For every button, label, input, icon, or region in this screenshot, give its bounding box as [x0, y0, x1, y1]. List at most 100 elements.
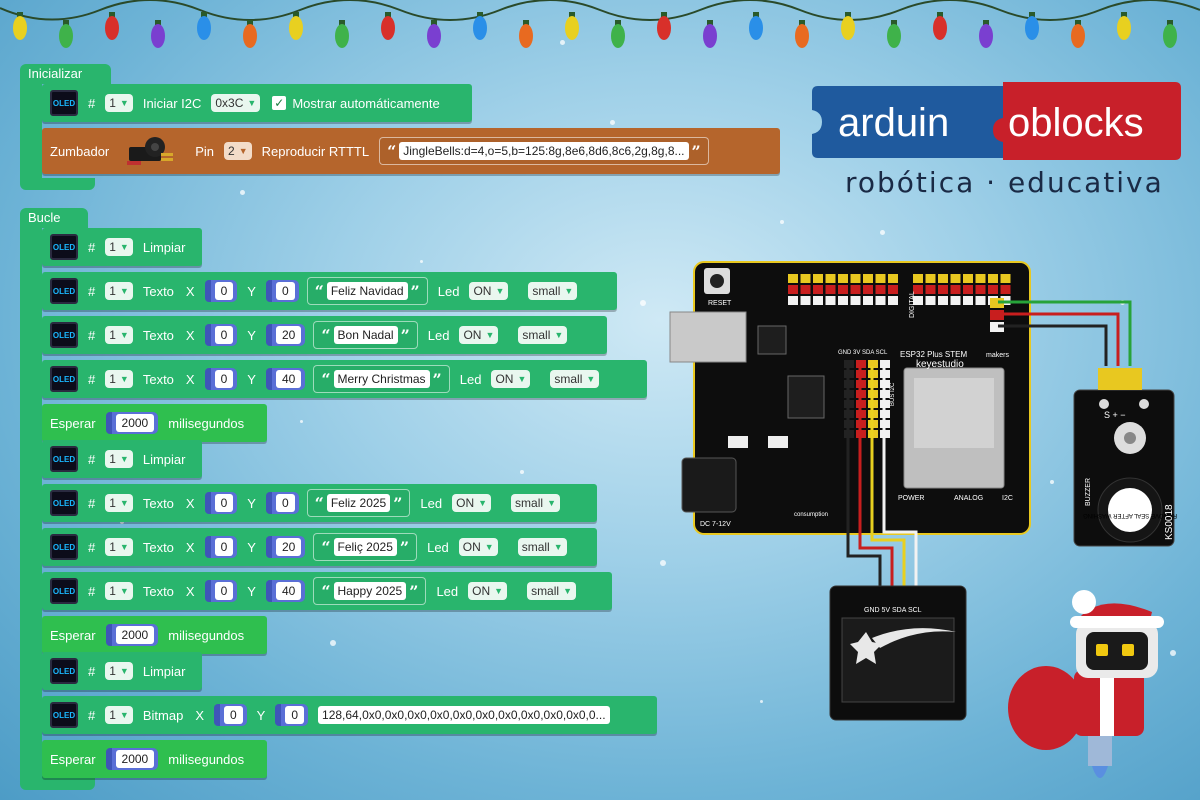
- number-input[interactable]: 0: [285, 706, 305, 724]
- wait-ms-block[interactable]: 2000: [105, 412, 159, 434]
- text-input[interactable]: Feliç 2025: [333, 538, 397, 556]
- oled-number-dropdown[interactable]: 1▼: [105, 450, 133, 468]
- led-dropdown[interactable]: ON▼: [452, 494, 492, 512]
- number-input[interactable]: 20: [275, 538, 302, 556]
- show-auto-checkbox[interactable]: ✓: [272, 96, 287, 110]
- led-dropdown[interactable]: ON▼: [469, 282, 509, 300]
- oled-number-dropdown[interactable]: 1▼: [105, 282, 133, 300]
- number-input[interactable]: 40: [275, 582, 302, 600]
- font-size-dropdown[interactable]: small▼: [527, 582, 576, 600]
- font-size-dropdown[interactable]: small▼: [528, 282, 578, 300]
- pin-dropdown[interactable]: 2▼: [224, 142, 252, 160]
- oled-number-dropdown[interactable]: 1▼: [105, 238, 133, 256]
- loop-hat-block[interactable]: Bucle: [20, 208, 88, 228]
- oled-number-dropdown[interactable]: 1▼: [105, 94, 133, 112]
- number-input[interactable]: 0: [214, 326, 234, 344]
- y-value-block[interactable]: 40: [265, 368, 306, 390]
- y-value-block[interactable]: 20: [265, 324, 306, 346]
- number-input[interactable]: 2000: [115, 626, 155, 644]
- light-bulb-icon: [565, 16, 579, 40]
- text-input[interactable]: Merry Christmas: [333, 370, 430, 388]
- font-size-dropdown[interactable]: small▼: [518, 326, 568, 344]
- number-input[interactable]: 0: [275, 494, 295, 512]
- oled-number-dropdown[interactable]: 1▼: [105, 494, 133, 512]
- oled-init-block[interactable]: OLED # 1▼ Iniciar I2C 0x3C▼ ✓ Mostrar au…: [42, 84, 472, 122]
- number-input[interactable]: 0: [223, 706, 243, 724]
- oled-number-dropdown[interactable]: 1▼: [105, 662, 133, 680]
- oled-number-dropdown[interactable]: 1▼: [105, 326, 133, 344]
- x-value-block[interactable]: 0: [213, 704, 247, 726]
- oled-number-dropdown[interactable]: 1▼: [105, 706, 133, 724]
- number-input[interactable]: 40: [275, 370, 302, 388]
- text-input[interactable]: Happy 2025: [333, 582, 407, 600]
- buzzer-rtttl-block[interactable]: Zumbador Pin 2▼ Reproducir RTTTL “ Jingl…: [42, 128, 780, 174]
- y-value-block[interactable]: 40: [265, 580, 306, 602]
- x-value-block[interactable]: 0: [204, 368, 238, 390]
- oled-number-dropdown[interactable]: 1▼: [105, 370, 133, 388]
- init-hat-block[interactable]: Inicializar: [20, 64, 111, 84]
- wait-ms-block[interactable]: 2000: [105, 748, 159, 770]
- font-size-dropdown[interactable]: small▼: [550, 370, 600, 388]
- oled-number-dropdown[interactable]: 1▼: [105, 582, 133, 600]
- x-value-block[interactable]: 0: [204, 536, 238, 558]
- text-input[interactable]: Feliz 2025: [326, 494, 391, 512]
- number-input[interactable]: 0: [214, 370, 234, 388]
- number-input[interactable]: 2000: [115, 750, 155, 768]
- text-string-block[interactable]: “Feliz Navidad”: [306, 277, 428, 305]
- text-string-block[interactable]: “Happy 2025”: [313, 577, 427, 605]
- rtttl-string-block[interactable]: “ JingleBells:d=4,o=5,b=125:8g,8e6,8d6,8…: [379, 137, 709, 165]
- oled-clear-block[interactable]: OLED#1▼Limpiar: [42, 440, 202, 478]
- y-value-block[interactable]: 0: [265, 280, 299, 302]
- rtttl-song-input[interactable]: JingleBells:d=4,o=5,b=125:8g,8e6,8d6,8c6…: [399, 142, 689, 160]
- number-input[interactable]: 0: [214, 282, 234, 300]
- chevron-down-icon: ▼: [119, 454, 129, 464]
- number-input[interactable]: 0: [214, 494, 234, 512]
- x-value-block[interactable]: 0: [204, 280, 238, 302]
- light-bulb-icon: [427, 24, 441, 48]
- led-label: Led: [427, 539, 449, 555]
- font-size-dropdown[interactable]: small▼: [511, 494, 560, 512]
- x-value-block[interactable]: 0: [204, 492, 238, 514]
- oled-clear-block[interactable]: OLED#1▼Limpiar: [42, 652, 202, 690]
- number-input[interactable]: 0: [214, 538, 234, 556]
- text-input[interactable]: Bon Nadal: [333, 326, 398, 344]
- x-value-block[interactable]: 0: [204, 580, 238, 602]
- variable-cap: [105, 412, 112, 434]
- led-dropdown[interactable]: ON▼: [459, 326, 499, 344]
- y-value-block[interactable]: 20: [265, 536, 306, 558]
- wait-ms-block[interactable]: 2000: [105, 624, 159, 646]
- font-size-dropdown[interactable]: small▼: [517, 538, 567, 556]
- text-string-block[interactable]: “Bon Nadal”: [313, 321, 418, 349]
- text-input[interactable]: Feliz Navidad: [326, 282, 408, 300]
- number-input[interactable]: 0: [214, 582, 234, 600]
- text-string-block[interactable]: “Feliç 2025”: [313, 533, 418, 561]
- oled-number-dropdown[interactable]: 1▼: [105, 538, 133, 556]
- led-dropdown[interactable]: ON▼: [468, 582, 508, 600]
- number-input[interactable]: 2000: [115, 414, 155, 432]
- y-value-block[interactable]: 0: [275, 704, 309, 726]
- block-label: Texto: [142, 539, 174, 555]
- i2c-address-dropdown[interactable]: 0x3C▼: [211, 94, 261, 112]
- led-dropdown[interactable]: ON▼: [458, 538, 498, 556]
- text-string-block[interactable]: “Feliz 2025”: [306, 489, 411, 517]
- bitmap-data-input[interactable]: 128,64,0x0,0x0,0x0,0x0,0x0,0x0,0x0,0x0,0…: [318, 706, 610, 724]
- number-input[interactable]: 20: [275, 326, 302, 344]
- led-dropdown[interactable]: ON▼: [491, 370, 531, 388]
- x-value-block[interactable]: 0: [204, 324, 238, 346]
- y-value-block[interactable]: 0: [265, 492, 299, 514]
- oled-icon: OLED: [50, 578, 78, 604]
- oled-clear-block[interactable]: OLED#1▼Limpiar: [42, 228, 202, 266]
- number-input[interactable]: 0: [275, 282, 295, 300]
- text-string-block[interactable]: “Merry Christmas”: [313, 365, 450, 393]
